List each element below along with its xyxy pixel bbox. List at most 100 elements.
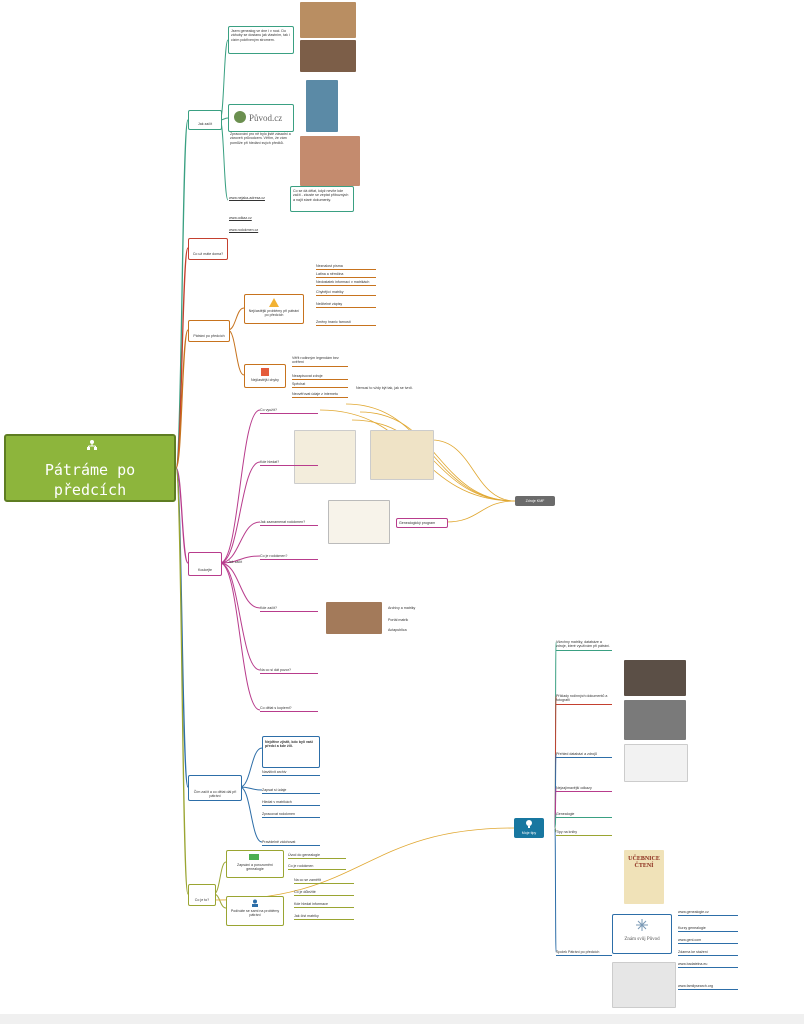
koukejte-item[interactable]: Co dělat s kopiemi? — [260, 706, 318, 713]
connector — [239, 747, 263, 788]
co-je-sub2-item[interactable]: Kde hledat informace — [294, 902, 354, 909]
right-link[interactable]: www.genealogie.cz — [678, 910, 738, 917]
spolek-logo-text: Znám svůj Původ — [624, 937, 660, 942]
co-je-sub2-node[interactable]: Podíváte se sami na problémy pátrání — [226, 896, 284, 926]
right-item[interactable]: Spolek Pátrání po předcích — [556, 950, 612, 957]
koukejte-item[interactable]: Co využít? — [260, 408, 318, 415]
root-node[interactable]: Pátráme po předcích — [4, 434, 176, 502]
puvod-logo-node[interactable]: Původ.cz — [228, 104, 294, 132]
connector — [175, 467, 189, 564]
chart-screenshot-2 — [370, 430, 434, 480]
database-screenshot — [624, 744, 688, 782]
problem-item[interactable]: Latina a němčina — [316, 272, 376, 279]
problem-item[interactable]: Změny hranic farností — [316, 320, 376, 327]
koukejte-item[interactable]: Jak zaznamenat rodokmen? — [260, 520, 318, 527]
cim-zacit-intro-node[interactable]: Nejdříve zjistit, kdo byli vaši předci a… — [262, 736, 320, 768]
right-item[interactable]: Přehled databází a zdrojů — [556, 752, 612, 759]
branch-koukejte[interactable]: Koukejte — [188, 552, 222, 576]
puvod-logo-icon — [234, 111, 246, 123]
koukejte-item[interactable]: Na co si dát pozor? — [260, 668, 318, 675]
co-je-sub1-item[interactable]: Úvod do genealogie — [288, 853, 346, 860]
problem-item[interactable]: Nečitelné zápisy — [316, 302, 376, 309]
branch-jak-zacit[interactable]: Jak začít — [188, 110, 222, 130]
connector — [239, 786, 263, 791]
koukejte-item[interactable]: Co je rodokmen? — [260, 554, 318, 561]
connector — [175, 467, 189, 895]
error-icon — [261, 368, 269, 376]
koukejte-item[interactable]: Kde hledat? — [260, 460, 318, 467]
spolek-logo-box[interactable]: Znám svůj Původ — [612, 914, 672, 954]
warning-icon — [269, 298, 279, 307]
book-title: UČEBNICE ČTENÍ — [628, 856, 660, 869]
branch-co-je-to[interactable]: Co je to? — [188, 884, 216, 906]
intro-text-node[interactable]: Jsem genealog ve dne i v noci. Do záhuby… — [228, 26, 294, 54]
right-link[interactable]: www.familysearch.org — [678, 984, 738, 991]
co-je-sub1-node[interactable]: Zapsání a porozumění genealogie — [226, 850, 284, 878]
person-icon — [252, 899, 258, 907]
connector — [431, 439, 516, 502]
cim-zacit-intro: Nejdříve zjistit, kdo byli vaši předci a… — [265, 740, 313, 749]
archive-label: Archivy a matriky — [388, 606, 416, 610]
koukejte-item[interactable]: Kde začít? — [260, 606, 318, 613]
document-photo-1 — [300, 2, 356, 38]
link-1[interactable]: www.nejaka-adresa.cz — [229, 196, 265, 200]
branch-patrani[interactable]: Pátrání po předcích — [188, 320, 230, 342]
link-2[interactable]: www.odkaz.cz — [229, 216, 252, 220]
genealogy-program-node[interactable]: Genealogický program — [396, 518, 448, 528]
sources-hub[interactable]: Zdroje KMF — [515, 496, 555, 506]
connector — [175, 329, 189, 469]
co-je-sub1-label: Zapsání a porozumění genealogie — [237, 863, 273, 872]
connector — [219, 119, 229, 201]
problem-item[interactable]: Chybějící matriky — [316, 290, 376, 297]
bottom-bar — [0, 1014, 804, 1024]
note-node[interactable]: Co se dá dělat, když nevíte kde začít - … — [290, 186, 354, 212]
right-item[interactable]: Tipy na knihy — [556, 830, 612, 837]
archive-photos — [326, 602, 382, 634]
mistake-item[interactable]: Spěchat — [292, 382, 348, 389]
actapublica-label[interactable]: Actapublica — [388, 628, 407, 632]
document-photo-2 — [300, 40, 356, 72]
cim-zacit-item[interactable]: Navštívit archiv — [262, 770, 320, 777]
link-3[interactable]: www.rodokmen.cz — [229, 228, 259, 232]
book-cover: UČEBNICE ČTENÍ — [624, 850, 664, 904]
right-item[interactable]: Příklady rodinných dokumentů a fotografi… — [556, 694, 612, 705]
mistakes-node[interactable]: Nejčastější chyby — [244, 364, 286, 388]
co-je-sub2-item[interactable]: Na co se zaměřit — [294, 878, 354, 885]
mistake-item[interactable]: Neověřovat údaje z internetu — [292, 392, 348, 399]
portal-label[interactable]: Portál matrik — [388, 618, 409, 622]
problem-item[interactable]: Neznalost písma — [316, 264, 376, 271]
connector — [227, 329, 245, 376]
co-je-sub2-item[interactable]: Jak číst matriky — [294, 914, 354, 921]
problem-item[interactable]: Nedostatek informací v matrikách — [316, 280, 376, 287]
tree-template-image — [328, 500, 390, 544]
mistake-note: Nemusí to vždy být tak, jak se tvrdí. — [356, 386, 413, 390]
mistake-item[interactable]: Nezapisovat zdroje — [292, 374, 348, 381]
right-item[interactable]: Genealogie — [556, 812, 612, 819]
co-je-sub1-item[interactable]: Co je rodokmen — [288, 864, 346, 871]
right-item[interactable]: Nejzajímavější odkazy — [556, 786, 612, 793]
connector — [219, 562, 261, 609]
right-link[interactable]: www.badatelna.eu — [678, 962, 738, 969]
mistake-item[interactable]: Věřit rodinným legendám bez ověření — [292, 356, 348, 367]
right-link[interactable]: www.geni.com — [678, 938, 738, 945]
co-je-sub2-item[interactable]: Co je důležité — [294, 890, 354, 897]
cim-zacit-item[interactable]: Pravidelně zálohovat — [262, 840, 320, 847]
chart-screenshot-1 — [294, 430, 356, 484]
problems-node[interactable]: Nejčastější problémy při pátrání po před… — [244, 294, 304, 324]
note-text: Co se dá dělat, když nevíte kde začít - … — [293, 189, 349, 202]
branch-cim-zacit[interactable]: Čím začít a co dělat dál při pátrání — [188, 775, 242, 801]
cim-zacit-item[interactable]: Zpracovat rodokmen — [262, 812, 320, 819]
intro-text: Jsem genealog ve dne i v noci. Do záhuby… — [231, 29, 290, 42]
cim-zacit-item[interactable]: Zapsat si údaje — [262, 788, 320, 795]
cim-zacit-item[interactable]: Hledat v matrikách — [262, 800, 320, 807]
connector — [219, 555, 261, 564]
genealogy-program-label: Genealogický program — [399, 521, 436, 525]
right-link[interactable]: Kurzy genealogie — [678, 926, 738, 933]
right-item[interactable]: Všechny matriky, databáze a zdroje, kter… — [556, 640, 612, 651]
branch-co-uz-mate[interactable]: Co už máte doma? — [188, 238, 228, 260]
tips-label: Moje tipy — [521, 831, 537, 835]
tips-node[interactable]: Moje tipy — [514, 818, 544, 838]
right-link[interactable]: Zdarma ke stažení — [678, 950, 738, 957]
